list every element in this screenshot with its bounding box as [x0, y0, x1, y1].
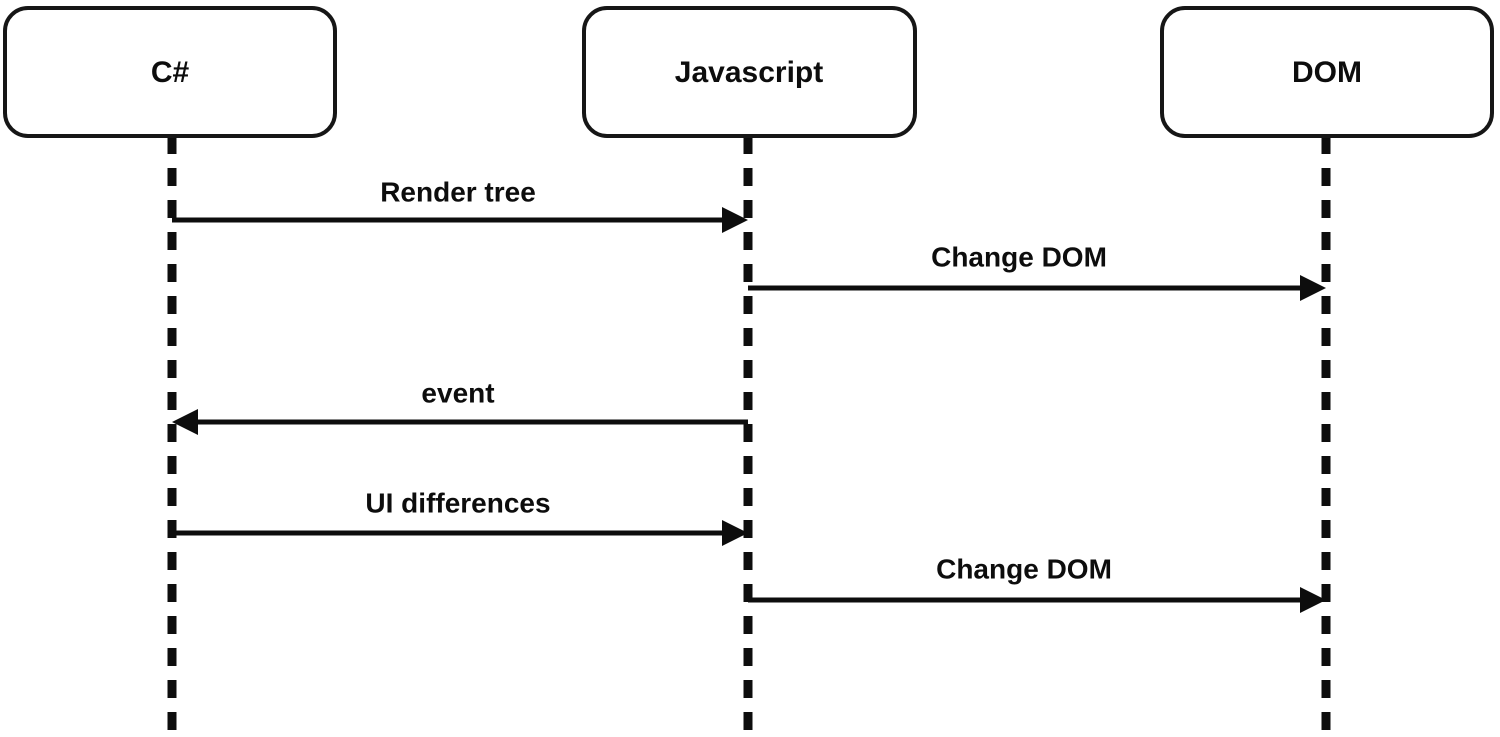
- participant-label-javascript: Javascript: [675, 56, 823, 89]
- message-change-dom-2[interactable]: Change DOM: [748, 553, 1326, 613]
- participant-dom[interactable]: DOM: [1160, 6, 1494, 138]
- message-change-dom-1[interactable]: Change DOM: [748, 241, 1326, 301]
- arrow-head-right-render-tree: [722, 207, 748, 233]
- message-label-ui-differences: UI differences: [365, 487, 550, 518]
- participants-group: C# Javascript DOM: [3, 6, 1494, 138]
- message-label-event: event: [421, 377, 494, 408]
- message-render-tree[interactable]: Render tree: [172, 176, 748, 233]
- participant-label-csharp: C#: [151, 56, 190, 89]
- participant-box-csharp[interactable]: [3, 6, 337, 138]
- arrow-head-right-change-dom-2: [1300, 587, 1326, 613]
- message-event[interactable]: event: [172, 377, 748, 435]
- message-label-change-dom-1: Change DOM: [931, 241, 1107, 272]
- message-label-render-tree: Render tree: [380, 176, 536, 207]
- participant-label-dom: DOM: [1292, 56, 1362, 89]
- lifelines-group: [167, 136, 1331, 737]
- participant-csharp[interactable]: C#: [3, 6, 337, 138]
- participant-javascript[interactable]: Javascript: [582, 6, 917, 138]
- message-ui-differences[interactable]: UI differences: [172, 487, 748, 546]
- participant-box-dom[interactable]: [1160, 6, 1494, 138]
- message-label-change-dom-2: Change DOM: [936, 553, 1112, 584]
- arrow-head-right-change-dom-1: [1300, 275, 1326, 301]
- arrow-head-left-event: [172, 409, 198, 435]
- participant-box-javascript[interactable]: [582, 6, 917, 138]
- arrow-head-right-ui-differences: [722, 520, 748, 546]
